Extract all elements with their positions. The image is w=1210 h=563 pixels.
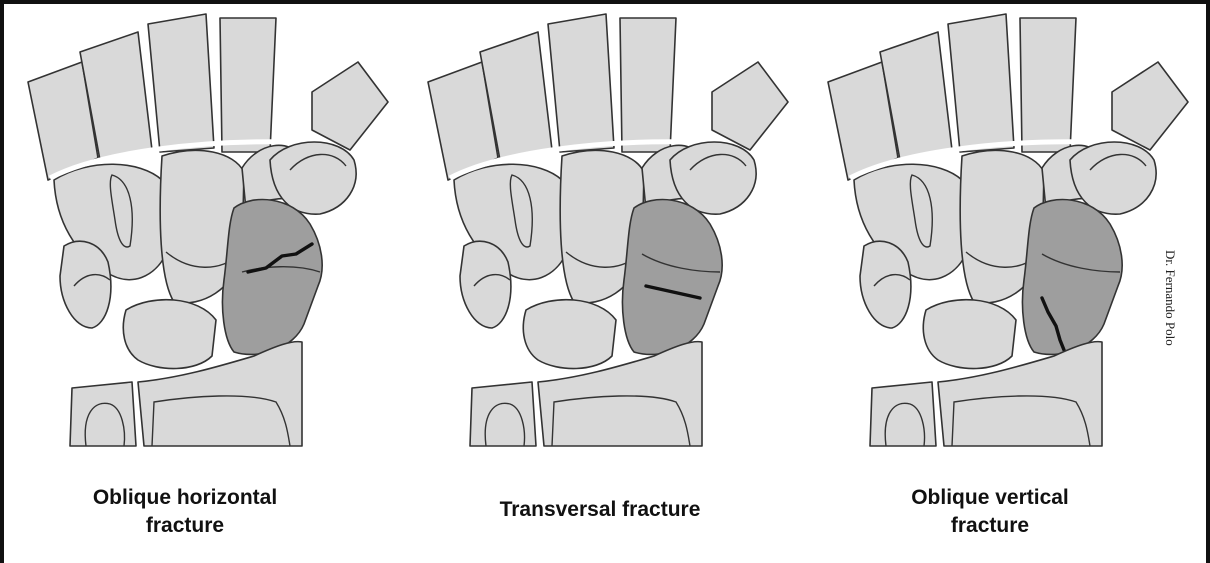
author-credit: Dr. Fernando Polo [1162,250,1178,346]
wrist-diagram-oblique-vertical [820,10,1210,460]
caption-transversal: Transversal fracture [450,496,750,524]
caption-oblique-horizontal: Oblique horizontal fracture [80,484,290,540]
scaphoid [222,200,322,355]
wrist-diagram-oblique-horizontal [20,10,420,460]
scaphoid [622,200,722,355]
caption-oblique-vertical: Oblique vertical fracture [890,484,1090,540]
wrist-diagram-transversal [420,10,820,460]
scaphoid [1022,200,1122,355]
